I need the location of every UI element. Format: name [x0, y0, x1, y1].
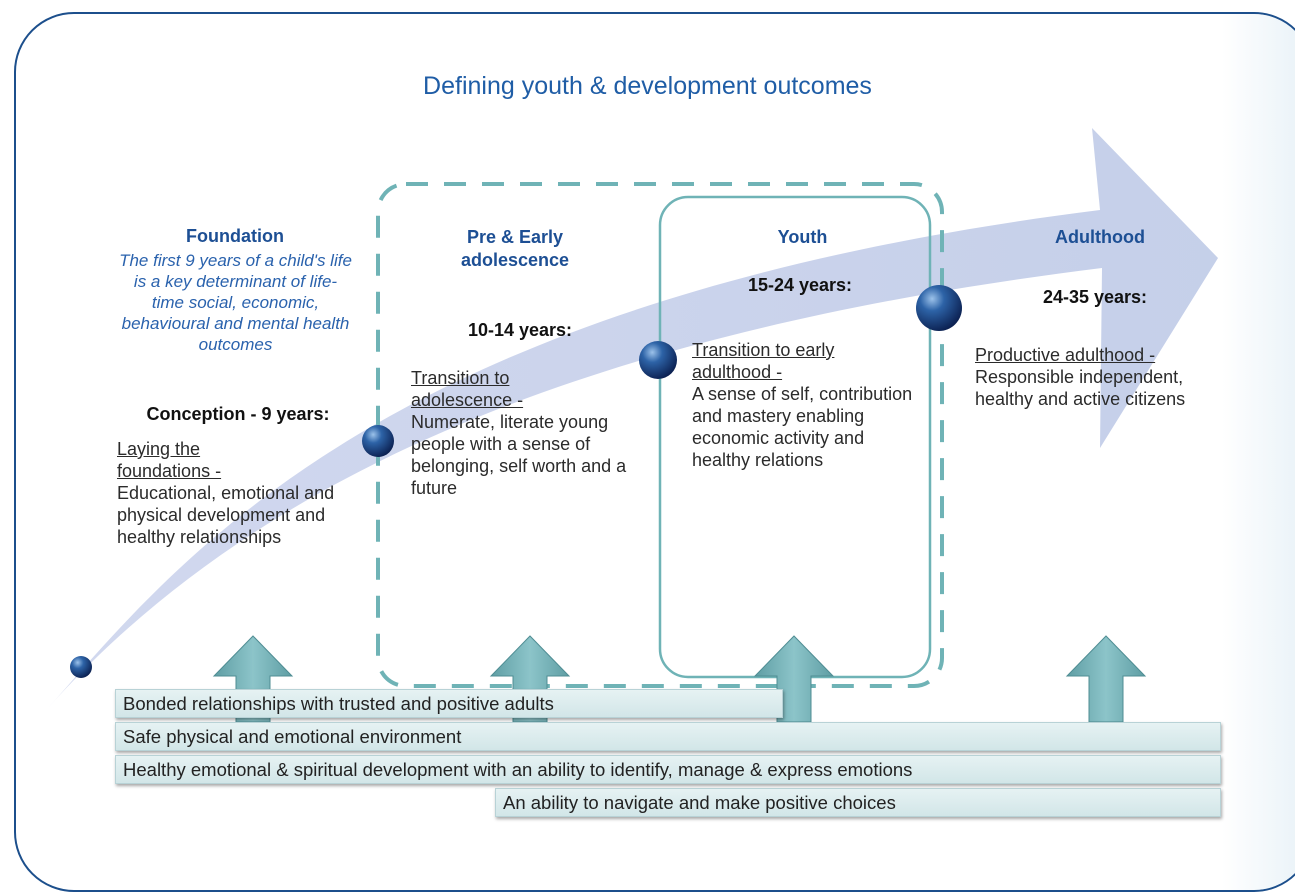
desc-body-youth: A sense of self, contribution and master… — [692, 384, 913, 470]
foundation-bar-positive-choices: An ability to navigate and make positive… — [495, 788, 1221, 817]
age-foundation: Conception - 9 years: — [146, 404, 330, 424]
desc-lead-adulthood: Productive adulthood - — [975, 345, 1156, 365]
desc-body-pre-early-adolescence: Numerate, literate young people with a s… — [411, 412, 627, 498]
foundation-bar-emotional-development: Healthy emotional & spiritual developmen… — [115, 755, 1221, 784]
age-youth: 15-24 years: — [747, 275, 853, 295]
stage-title-youth: Youth — [777, 227, 828, 247]
stage-title-adulthood: Adulthood — [1055, 227, 1145, 247]
foundation-bar-safe-environment: Safe physical and emotional environment — [115, 722, 1221, 751]
foundation-note: The first 9 years of a child's life is a… — [119, 251, 352, 354]
frame-shade — [1222, 14, 1295, 890]
desc-body-adulthood: Responsible independent, healthy and act… — [975, 367, 1186, 409]
milestone-ball-2 — [362, 425, 394, 457]
stage-title-pre-early-adolescence: Pre & Early adolescence — [460, 227, 570, 270]
desc-lead-pre-early-adolescence: Transition to adolescence - — [411, 368, 524, 410]
desc-body-foundation: Educational, emotional and physical deve… — [117, 483, 335, 547]
diagram-title: Defining youth & development outcomes — [423, 72, 872, 100]
desc-foundation: Laying the foundations - Educational, em… — [117, 438, 357, 548]
age-pre-early-adolescence: 10-14 years: — [467, 320, 573, 340]
milestone-ball-3 — [639, 341, 677, 379]
age-adulthood: 24-35 years: — [1042, 287, 1148, 307]
desc-adulthood: Productive adulthood - Responsible indep… — [975, 344, 1225, 410]
foundation-bar-bonded-relationships: Bonded relationships with trusted and po… — [115, 689, 783, 718]
milestone-ball-1 — [70, 656, 92, 678]
diagram-graphics — [48, 128, 1218, 723]
up-arrow-4 — [1065, 635, 1147, 723]
desc-lead-youth: Transition to early adulthood - — [692, 340, 835, 382]
desc-youth: Transition to early adulthood - A sense … — [692, 339, 927, 471]
desc-lead-foundation: Laying the foundations - — [117, 439, 222, 481]
milestone-ball-4 — [916, 285, 962, 331]
growth-arrow — [48, 128, 1218, 708]
stage-title-foundation: Foundation — [186, 226, 284, 246]
desc-pre-early-adolescence: Transition to adolescence - Numerate, li… — [411, 367, 641, 499]
dashed-stage-box — [376, 182, 944, 688]
